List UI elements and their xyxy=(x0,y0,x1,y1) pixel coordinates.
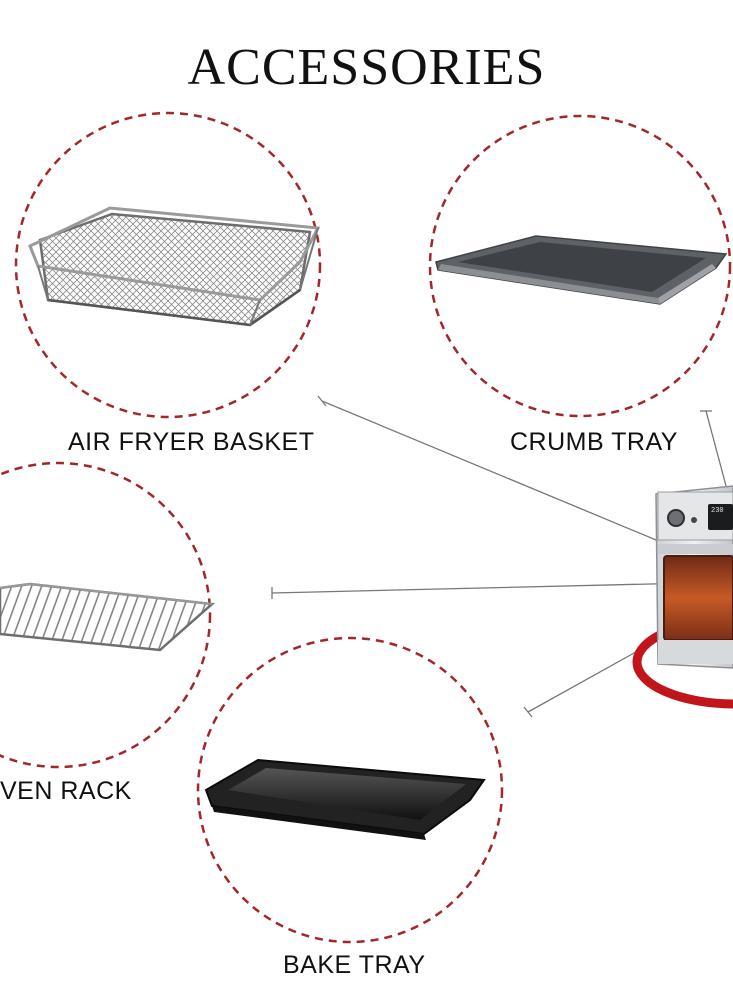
label-crumb-tray: CRUMB TRAY xyxy=(510,428,678,456)
bake-tray-image xyxy=(204,758,486,840)
label-air-fryer-basket: AIR FRYER BASKET xyxy=(68,428,315,456)
dashed-circles xyxy=(0,111,732,944)
label-oven-rack: VEN RACK xyxy=(0,777,132,805)
label-bake-tray: BAKE TRAY xyxy=(283,951,426,979)
svg-text:230: 230 xyxy=(711,507,724,515)
connector-rack xyxy=(271,581,733,594)
page-title: ACCESSORIES xyxy=(187,39,546,96)
oven-rack-image xyxy=(0,582,215,652)
circle-air-fryer-basket xyxy=(14,111,322,419)
circle-bake-tray xyxy=(196,636,504,944)
air-fryer-oven-image: 230 xyxy=(632,485,733,709)
circle-oven-rack xyxy=(0,461,212,769)
air-fryer-basket-image xyxy=(28,206,321,327)
crumb-tray-image xyxy=(435,235,728,305)
red-ring xyxy=(632,615,733,709)
circle-crumb-tray xyxy=(428,114,732,418)
